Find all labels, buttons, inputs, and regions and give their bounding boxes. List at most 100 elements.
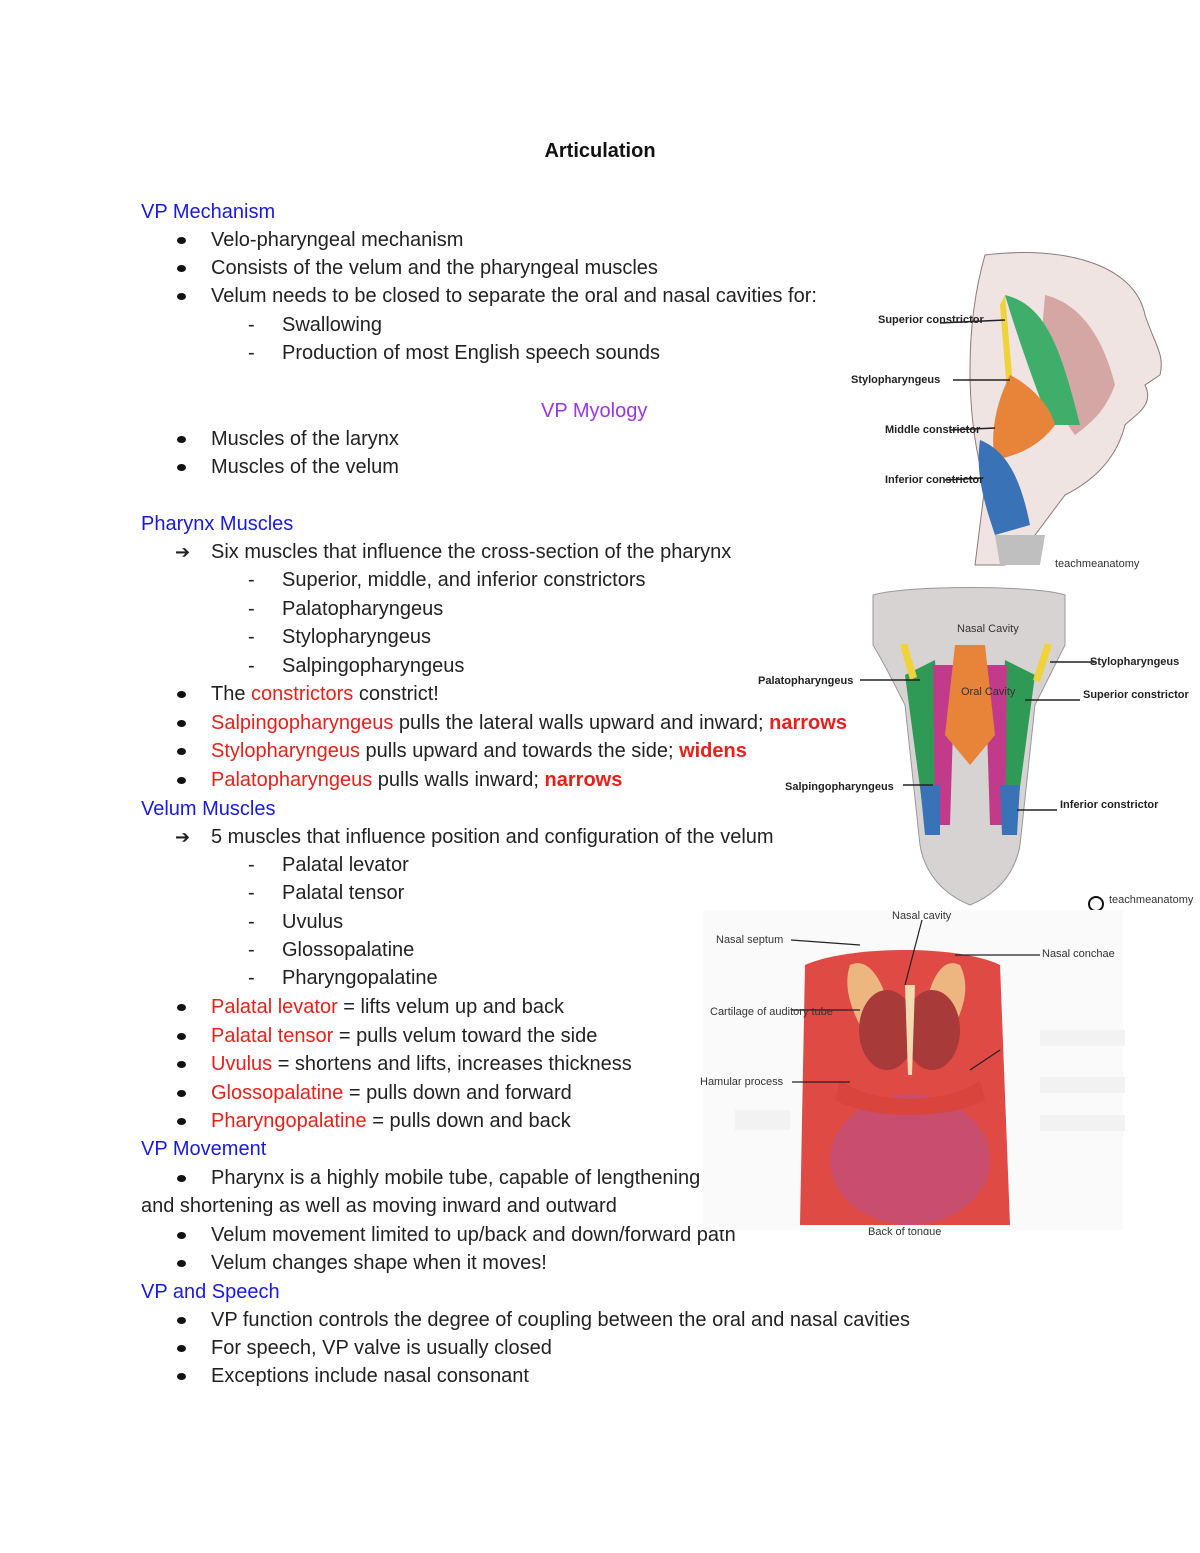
list-item: Swallowing <box>282 314 383 336</box>
stylopharyngeus-left <box>900 643 917 680</box>
trachea-icon <box>995 535 1045 565</box>
dash-icon: - <box>248 882 255 904</box>
label-nasal-conchae: Nasal conchae <box>1042 948 1115 960</box>
list-item: Stylopharyngeus pulls upward and towards… <box>211 740 747 762</box>
label-back-of-tongue: Back of tongue <box>868 1226 941 1235</box>
list-item: 5 muscles that influence position and co… <box>211 826 774 848</box>
label-stylopharyngeus: Stylopharyngeus <box>851 374 940 386</box>
bullet-icon <box>177 1033 186 1040</box>
bullet-icon <box>177 1373 186 1380</box>
bullet-icon <box>177 1061 186 1068</box>
heading-velum-muscles: Velum Muscles <box>141 798 276 820</box>
bullet-icon <box>177 237 186 244</box>
figure-lateral-constrictors: Superior constrictor Stylopharyngeus Mid… <box>851 252 1162 570</box>
bullet-icon <box>177 1118 186 1125</box>
label-nasal-cavity: Nasal cavity <box>892 910 952 922</box>
arrow-right-icon: ➔ <box>175 542 191 562</box>
list-item-continued: and shortening as well as moving inward … <box>141 1195 617 1217</box>
bullet-icon <box>177 1175 186 1182</box>
nasal-concha-right-icon <box>904 990 960 1070</box>
label-cartilage-auditory-tube: Cartilage of auditory tube <box>710 1006 833 1018</box>
heading-pharynx-muscles: Pharynx Muscles <box>141 513 294 535</box>
list-item: Superior, middle, and inferior constrict… <box>282 569 646 591</box>
dash-icon: - <box>248 939 255 961</box>
label-superior-constrictor: Superior constrictor <box>1083 689 1189 701</box>
blank-label-box <box>1040 1077 1125 1093</box>
label-inferior-constrictor: Inferior constrictor <box>1060 799 1159 811</box>
label-nasal-cavity: Nasal Cavity <box>957 623 1019 635</box>
list-item: Velo-pharyngeal mechanism <box>211 229 464 251</box>
page-title: Articulation <box>544 140 656 162</box>
heading-vp-movement: VP Movement <box>141 1138 267 1160</box>
dash-icon: - <box>248 655 255 677</box>
list-item: The constrictors constrict! <box>211 683 439 705</box>
bullet-icon <box>177 1345 186 1352</box>
list-item: Uvulus <box>282 911 344 933</box>
bullet-icon <box>177 1232 186 1239</box>
label-superior-constrictor: Superior constrictor <box>878 314 984 326</box>
list-item: Palatal levator <box>282 854 409 876</box>
list-item: Salpingopharyngeus <box>282 655 465 677</box>
list-item: Palatopharyngeus pulls walls inward; nar… <box>211 769 623 791</box>
list-item: Glossopalatine <box>282 939 415 961</box>
dash-icon: - <box>248 911 255 933</box>
bullet-icon <box>177 265 186 272</box>
bullet-icon <box>177 748 186 755</box>
list-item: Uvulus = shortens and lifts, increases t… <box>211 1053 632 1075</box>
heading-vp-and-speech: VP and Speech <box>141 1281 280 1303</box>
list-item: Palatal tensor <box>282 882 405 904</box>
middle-constrictor-shape <box>993 375 1055 460</box>
list-item: Muscles of the velum <box>211 456 399 478</box>
stylopharyngeus-right <box>1033 643 1052 682</box>
heading-vp-myology: VP Myology <box>541 400 648 422</box>
tongue-back-icon <box>830 1095 990 1225</box>
inferior-constrictor-shape <box>978 440 1030 535</box>
blank-label-box <box>735 1110 790 1130</box>
bullet-icon <box>177 293 186 300</box>
label-middle-constrictor: Middle constrictor <box>885 424 981 436</box>
label-hamular-process: Hamular process <box>700 1076 784 1088</box>
list-item: Palatopharyngeus <box>282 598 444 620</box>
list-item: Palatal levator = lifts velum up and bac… <box>211 996 564 1018</box>
credit-teachmeanatomy: teachmeanatomy <box>1109 894 1194 906</box>
list-item: Velum needs to be closed to separate the… <box>211 285 817 307</box>
bullet-icon <box>177 436 186 443</box>
dash-icon: - <box>248 967 255 989</box>
list-item: Exceptions include nasal consonant <box>211 1365 529 1387</box>
list-item: VP function controls the degree of coupl… <box>211 1309 910 1331</box>
label-palatopharyngeus: Palatopharyngeus <box>758 675 853 687</box>
list-item: For speech, VP valve is usually closed <box>211 1337 552 1359</box>
label-oral-cavity: Oral Cavity <box>961 686 1016 698</box>
velum-icon <box>835 1080 985 1115</box>
label-stylopharyngeus: Stylopharyngeus <box>1090 656 1179 668</box>
list-item: Muscles of the larynx <box>211 428 399 450</box>
credit-teachmeanatomy: teachmeanatomy <box>1055 558 1140 570</box>
label-nasal-septum: Nasal septum <box>716 934 783 946</box>
superior-constrictor-shape <box>1005 295 1080 425</box>
arrow-right-icon: ➔ <box>175 827 191 847</box>
list-item: Stylopharyngeus <box>282 626 431 648</box>
blank-label-box <box>1040 1115 1125 1131</box>
label-inferior-constrictor: Inferior constrictor <box>885 474 984 486</box>
oral-cavity-shape <box>945 645 995 765</box>
bullet-icon <box>177 1004 186 1011</box>
bullet-icon <box>177 1090 186 1097</box>
figure-velum-view: Nasal cavity Nasal septum Nasal conchae … <box>700 910 1125 1235</box>
nasal-concha-left-icon <box>859 990 915 1070</box>
nasal-septum-icon <box>905 985 915 1075</box>
list-item: Production of most English speech sounds <box>282 342 660 364</box>
list-item: Six muscles that influence the cross-sec… <box>211 541 732 563</box>
list-item: Velum changes shape when it moves! <box>211 1252 547 1274</box>
figure-posterior-pharynx: Stylopharyngeus Palatopharyngeus Superio… <box>758 587 1194 912</box>
list-item: Pharyngopalatine <box>282 967 438 989</box>
list-item: Salpingopharyngeus pulls the lateral wal… <box>211 712 847 734</box>
dash-icon: - <box>248 598 255 620</box>
dash-icon: - <box>248 342 255 364</box>
inferior-constrictor-left <box>920 785 940 835</box>
bullet-icon <box>177 464 186 471</box>
dash-icon: - <box>248 626 255 648</box>
bullet-icon <box>177 1317 186 1324</box>
list-item: Pharyngopalatine = pulls down and back <box>211 1110 571 1132</box>
list-item: Velum movement limited to up/back and do… <box>211 1224 736 1246</box>
list-item: Pharynx is a highly mobile tube, capable… <box>211 1167 701 1189</box>
